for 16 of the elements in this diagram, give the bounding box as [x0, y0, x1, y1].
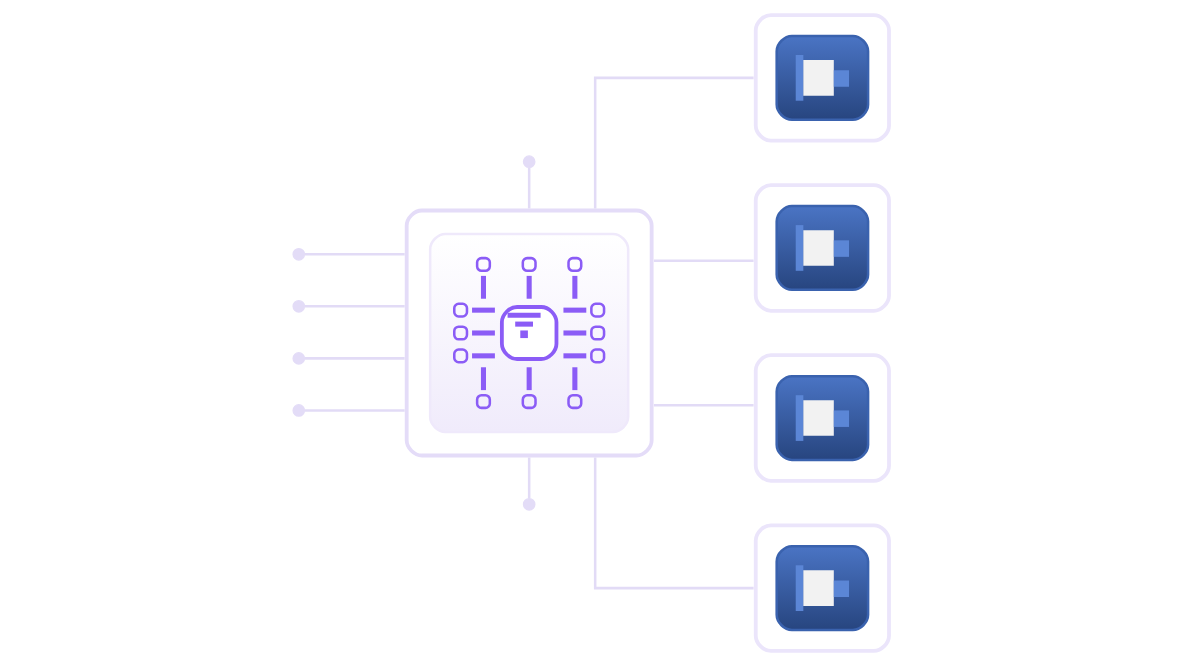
node-circle: [292, 300, 306, 313]
connector: [527, 167, 531, 209]
connector: [304, 305, 405, 308]
connector: [304, 253, 405, 256]
node-circle: [522, 498, 536, 511]
connector: [527, 457, 531, 499]
node-circle: [522, 155, 536, 168]
connector: [304, 357, 405, 360]
connector: [653, 404, 754, 407]
connector: [653, 259, 754, 262]
connector: [593, 76, 754, 209]
connector: [304, 409, 405, 412]
node-circle: [292, 352, 306, 365]
connector: [593, 457, 754, 590]
node-circle: [292, 247, 306, 261]
node-circle: [292, 404, 306, 417]
